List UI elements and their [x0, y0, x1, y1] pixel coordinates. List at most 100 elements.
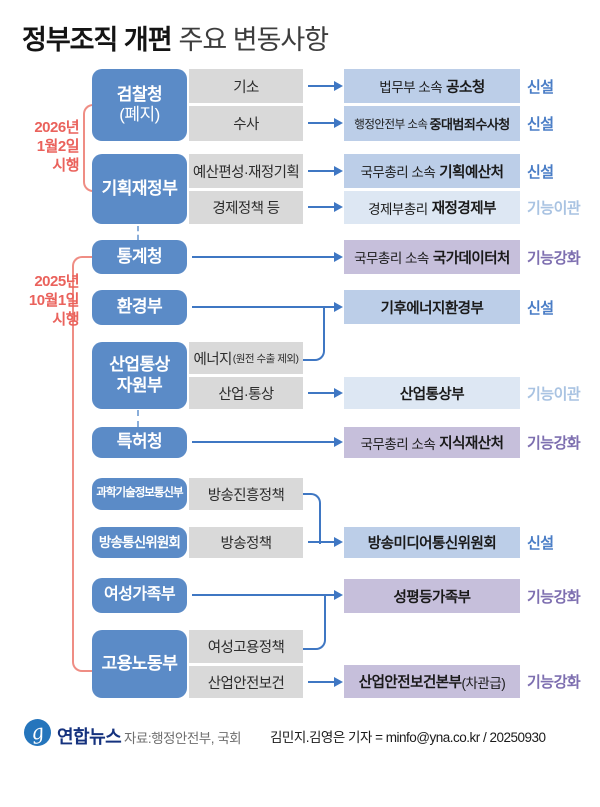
dashed-line-industry-to-patent — [137, 410, 139, 427]
arrow-head-icon — [334, 166, 343, 176]
date-line: 1월2일 — [36, 138, 80, 155]
ministry-box-science-ict: 과학기술정보통신부 — [92, 478, 187, 510]
result-suffix: (차관급) — [461, 675, 506, 691]
arrow-line — [192, 594, 334, 596]
result-name: 성평등가족부 — [393, 589, 471, 606]
status-label: 신설 — [527, 78, 554, 96]
arrow-head-icon — [334, 202, 343, 212]
ministry-name: 통계청 — [116, 246, 163, 266]
result-box-gender-equality-family: 성평등가족부 — [344, 579, 520, 613]
ministry-name: 산업통상 — [109, 355, 170, 375]
status-label: 신설 — [527, 116, 554, 133]
connector-women-employment-to-gender — [303, 594, 326, 650]
function-box-economic-policy: 경제정책 등 — [189, 191, 303, 224]
ministry-box-gender-family: 여성가족부 — [92, 578, 187, 613]
function-box-energy: 에너지 (원전 수출 제외) — [189, 342, 303, 374]
source-text: 자료:행정안전부, 국회 — [124, 731, 242, 746]
ministry-name: 방송통신위원회 — [98, 534, 181, 550]
arrow-line — [308, 122, 334, 124]
result-prefix: 국무총리 소속 — [354, 251, 429, 266]
arrow-head-icon — [334, 388, 343, 398]
ministry-box-broadcasting-commission: 방송통신위원회 — [92, 527, 187, 558]
date-line: 2026년 — [34, 119, 79, 136]
result-box-industry-trade-ministry: 산업통상부 — [344, 377, 520, 409]
status-label: 기능강화 — [527, 249, 581, 267]
ministry-name: 기획재정부 — [101, 178, 178, 198]
byline-text: 김민지.김영은 기자 = minfo@yna.co.kr / 20250930 — [270, 730, 546, 745]
ministry-name: 고용노동부 — [101, 653, 178, 673]
status-label: 기능이관 — [527, 200, 581, 217]
result-box-prosecution-office: 법무부 소속 공소청 — [344, 69, 520, 103]
ministry-box-prosecution: 검찰청 (폐지) — [92, 69, 187, 141]
status-label: 기능강화 — [527, 435, 581, 452]
result-name: 기후에너지환경부 — [380, 300, 484, 317]
ministry-name: 자원부 — [116, 375, 163, 395]
result-prefix: 경제부총리 — [368, 201, 428, 217]
ministry-note: (폐지) — [119, 105, 160, 124]
result-name: 중대범죄수사청 — [429, 117, 511, 132]
ministry-box-patent: 특허청 — [92, 427, 187, 458]
arrow-head-icon — [334, 437, 343, 447]
result-box-climate-energy-environment: 기후에너지환경부 — [344, 290, 520, 324]
status-label: 기능강화 — [527, 674, 581, 691]
function-label: 경제정책 등 — [212, 201, 280, 217]
result-box-data-agency: 국무총리 소속 국가데이터처 — [344, 240, 520, 274]
arrow-head-icon — [334, 590, 343, 600]
function-box-broadcast-policy: 방송정책 — [189, 527, 303, 558]
arrow-line — [308, 681, 334, 683]
result-name: 재정경제부 — [431, 201, 497, 217]
status-label: 기능강화 — [527, 588, 581, 606]
date-bracket-2025 — [72, 256, 95, 672]
result-prefix: 국무총리 소속 — [360, 436, 436, 452]
ministry-name: 검찰청 — [116, 84, 163, 104]
arrow-line — [192, 306, 334, 308]
ministry-box-statistics: 통계청 — [92, 240, 187, 274]
result-prefix: 행정안전부 소속 — [354, 118, 428, 131]
function-label: 기소 — [233, 79, 259, 96]
function-label: 예산편성·재정기획 — [192, 164, 300, 181]
arrow-line — [192, 256, 334, 258]
result-prefix: 국무총리 소속 — [360, 165, 436, 180]
function-label: 수사 — [233, 117, 259, 133]
date-label-2025: 2025년 10월1일 시행 — [8, 272, 80, 329]
arrow-line — [308, 85, 334, 87]
result-name: 공소청 — [446, 79, 485, 96]
function-box-broadcast-promotion: 방송진흥정책 — [189, 478, 303, 510]
arrow-line — [192, 441, 334, 443]
status-label: 신설 — [527, 163, 554, 181]
connector-broadcast-promotion-to-commission — [303, 493, 321, 544]
ministry-box-environment: 환경부 — [92, 290, 187, 325]
date-line: 10월1일 — [28, 292, 80, 309]
date-line: 2025년 — [34, 273, 79, 290]
arrow-head-icon — [334, 302, 343, 312]
function-label: 방송진흥정책 — [207, 487, 285, 504]
result-box-finance-economy-ministry: 경제부총리 재정경제부 — [344, 191, 520, 224]
date-line: 시행 — [52, 311, 79, 328]
result-box-safety-health-headquarters: 산업안전보건본부 (차관급) — [344, 665, 520, 698]
status-label: 기능이관 — [527, 385, 581, 403]
result-box-media-comm-commission: 방송미디어통신위원회 — [344, 527, 520, 558]
ministry-box-finance: 기획재정부 — [92, 154, 187, 224]
function-box-budget-planning: 예산편성·재정기획 — [189, 154, 303, 188]
yonhap-logo-text: 연합뉴스 — [57, 727, 122, 747]
result-box-budget-office: 국무총리 소속 기획예산처 — [344, 154, 520, 188]
result-name: 기획예산처 — [439, 164, 504, 181]
arrow-head-icon — [334, 537, 343, 547]
arrow-line — [308, 392, 334, 394]
date-line: 시행 — [52, 157, 79, 174]
result-name: 지식재산처 — [439, 436, 504, 452]
function-label: 산업안전보건 — [207, 675, 285, 692]
status-label: 신설 — [527, 299, 554, 317]
arrow-line — [308, 170, 334, 172]
result-prefix: 법무부 소속 — [379, 80, 443, 95]
ministry-box-industry: 산업통상 자원부 — [92, 342, 187, 409]
function-box-women-employment: 여성고용정책 — [189, 630, 303, 663]
ministry-name: 과학기술정보통신부 — [96, 487, 183, 500]
function-box-indictment: 기소 — [189, 69, 303, 103]
ministry-name: 환경부 — [116, 297, 163, 317]
function-label: 방송정책 — [220, 536, 273, 552]
function-label: 에너지 — [193, 351, 232, 368]
title-main: 정부조직 개편 — [22, 25, 173, 55]
